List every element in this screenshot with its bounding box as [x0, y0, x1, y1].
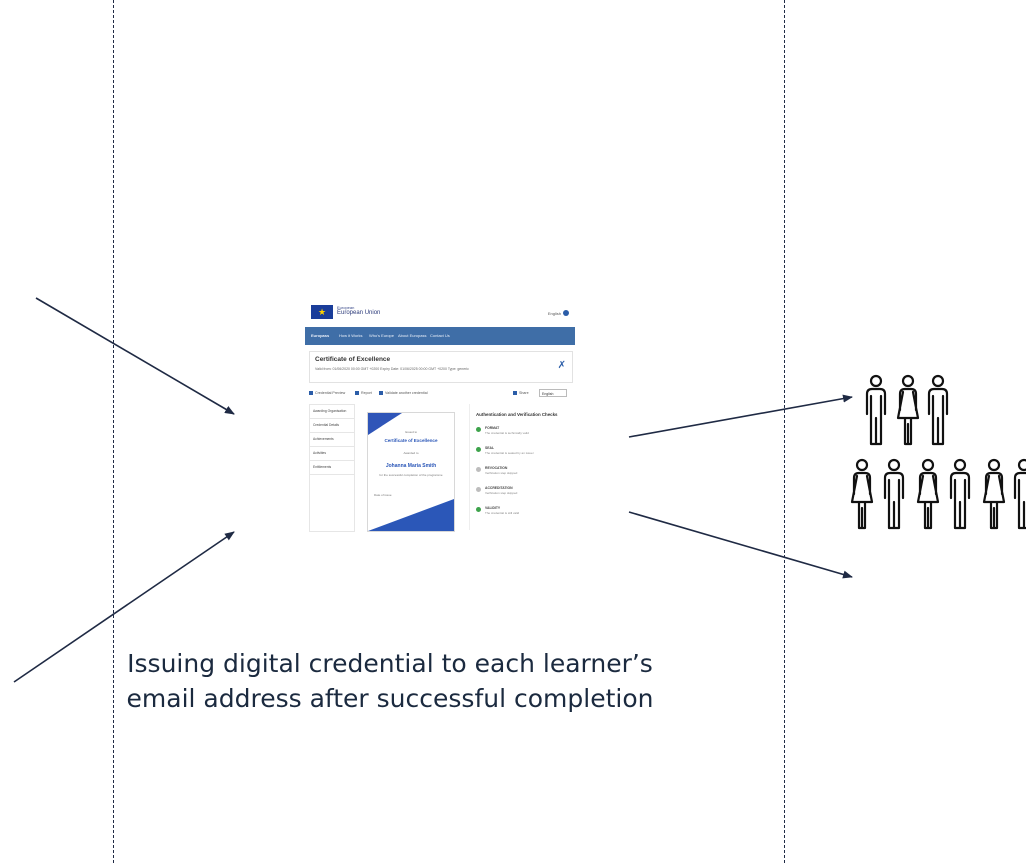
preview-icon	[309, 391, 313, 395]
checks-title: Authentication and Verification Checks	[476, 412, 558, 417]
caption: Issuing digital credential to each learn…	[100, 646, 680, 716]
outgoing-arrow-bottom	[628, 511, 853, 579]
learners-group	[850, 372, 1026, 540]
caption-line-1: Issuing digital credential to each learn…	[127, 649, 653, 678]
sidebar-item[interactable]: Credential Details	[310, 419, 354, 433]
sidebar-item[interactable]: Awarding Organisation	[310, 405, 354, 419]
credential-screenshot: European European Union English Europass…	[305, 300, 575, 532]
check-desc: The credential is technically valid	[485, 431, 529, 435]
check-desc: Verification step skipped	[485, 491, 518, 495]
doc-issuer: Issued to	[404, 430, 418, 434]
female-person-icon	[850, 458, 874, 530]
eu-flag-icon	[311, 305, 333, 319]
left-divider	[113, 0, 114, 863]
male-person-icon	[883, 458, 905, 530]
sidebar-item[interactable]: Entitlements	[310, 461, 354, 475]
nav-item[interactable]: How it Works	[339, 333, 363, 338]
check-label: ACCREDITATION	[485, 486, 513, 490]
certificate-document: Issued to Certificate of Excellence Awar…	[367, 412, 455, 532]
nav-item[interactable]: Who's Europe	[369, 333, 394, 338]
doc-title: Certificate of Excellence	[384, 438, 438, 443]
male-person-icon	[927, 374, 949, 446]
validate-icon	[379, 391, 383, 395]
credential-meta: Valid from: 01/06/2020 00:00 GMT +0200 E…	[315, 367, 469, 371]
nav-item[interactable]: About Europass	[398, 333, 427, 338]
nav-bar: Europass How it Works Who's Europe About…	[305, 327, 575, 345]
language-select[interactable]: English	[539, 389, 567, 397]
sidebar-item[interactable]: Achievements	[310, 433, 354, 447]
incoming-arrow-top	[35, 297, 235, 415]
sidebar: Awarding Organisation Credential Details…	[309, 404, 355, 532]
check-label: SEAL	[485, 446, 495, 450]
check-desc: Verification step skipped	[485, 471, 518, 475]
check-label: FORMAT	[485, 426, 500, 430]
verification-checks: Authentication and Verification Checks F…	[469, 404, 574, 530]
doc-body: for the successful completion of the pro…	[379, 473, 443, 477]
doc-recipient: Johanna Maria Smith	[385, 463, 437, 469]
doc-footer: Date of issue	[374, 493, 392, 497]
doc-corner-decoration	[368, 413, 402, 435]
male-person-icon	[865, 374, 887, 446]
check-desc: The credential is sealed by an issuer	[485, 451, 534, 455]
toolbar-report[interactable]: Report	[361, 391, 372, 395]
header-small-label: European	[337, 305, 355, 310]
female-person-icon	[916, 458, 940, 530]
male-person-icon	[1013, 458, 1026, 530]
report-icon	[355, 391, 359, 395]
caption-line-2: email address after successful completio…	[126, 684, 654, 713]
credential-badge-icon: ✗	[557, 360, 566, 371]
people-group-icon	[850, 374, 1026, 530]
outgoing-arrow-top	[628, 394, 853, 438]
nav-item[interactable]: Contact Us	[430, 333, 450, 338]
male-person-icon	[949, 458, 971, 530]
right-divider	[784, 0, 785, 863]
check-passed-icon	[476, 507, 481, 512]
nav-item[interactable]: Europass	[311, 333, 330, 338]
credential-title: Certificate of Excellence	[315, 356, 391, 363]
toolbar: Credential Preview Report Validate anoth…	[309, 389, 571, 401]
toolbar-share[interactable]: Share	[519, 391, 529, 395]
check-label: VALIDITY	[485, 506, 501, 510]
toolbar-validate[interactable]: Validate another credential	[385, 391, 428, 395]
header-language[interactable]: English	[547, 311, 561, 316]
check-desc: The credential is still valid	[485, 511, 520, 515]
share-icon	[513, 391, 517, 395]
check-skipped-icon	[476, 467, 481, 472]
header: European European Union English	[311, 305, 569, 321]
header-org-name: European Union	[337, 310, 381, 316]
doc-corner-decoration	[368, 499, 454, 531]
user-icon[interactable]	[563, 310, 569, 316]
check-passed-icon	[476, 447, 481, 452]
check-label: REVOCATION	[485, 466, 508, 470]
credential-title-box: Certificate of Excellence Valid from: 01…	[309, 351, 573, 383]
sidebar-item[interactable]: Activities	[310, 447, 354, 461]
toolbar-preview[interactable]: Credential Preview	[315, 391, 346, 395]
check-skipped-icon	[476, 487, 481, 492]
check-passed-icon	[476, 427, 481, 432]
doc-subtitle: Awarded to	[403, 451, 419, 455]
female-person-icon	[896, 374, 920, 446]
female-person-icon	[982, 458, 1006, 530]
incoming-arrow-bottom	[13, 531, 235, 683]
